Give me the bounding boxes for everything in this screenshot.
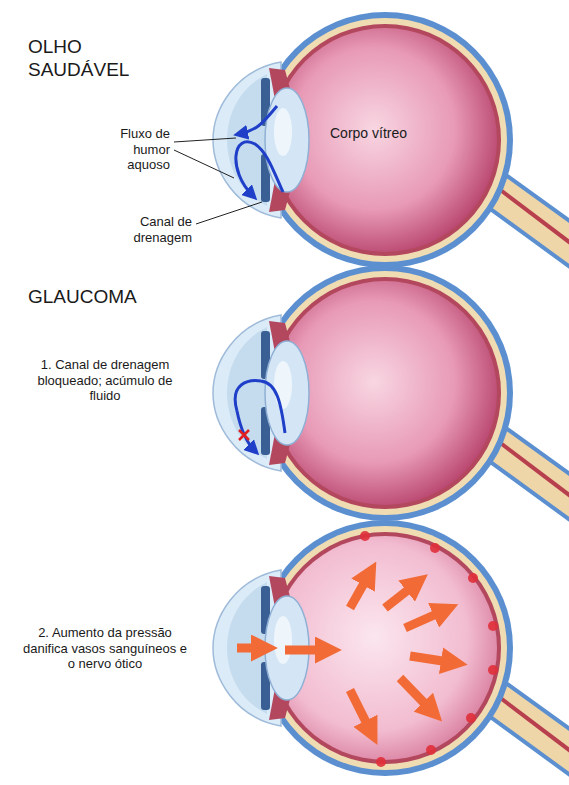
step-note: 1. Canal de drenagem bloqueado; acúmulo …: [25, 357, 185, 404]
part-label: Corpo vítreo: [330, 125, 440, 142]
step-note: 2. Aumento da pressão danifica vasos san…: [20, 625, 190, 672]
part-label: Canal de drenagem: [112, 214, 192, 245]
part-label: Fluxo de humor aquoso: [100, 126, 170, 173]
section-heading: GLAUCOMA: [28, 286, 188, 309]
section-heading: OLHO SAUDÁVEL: [28, 36, 148, 82]
